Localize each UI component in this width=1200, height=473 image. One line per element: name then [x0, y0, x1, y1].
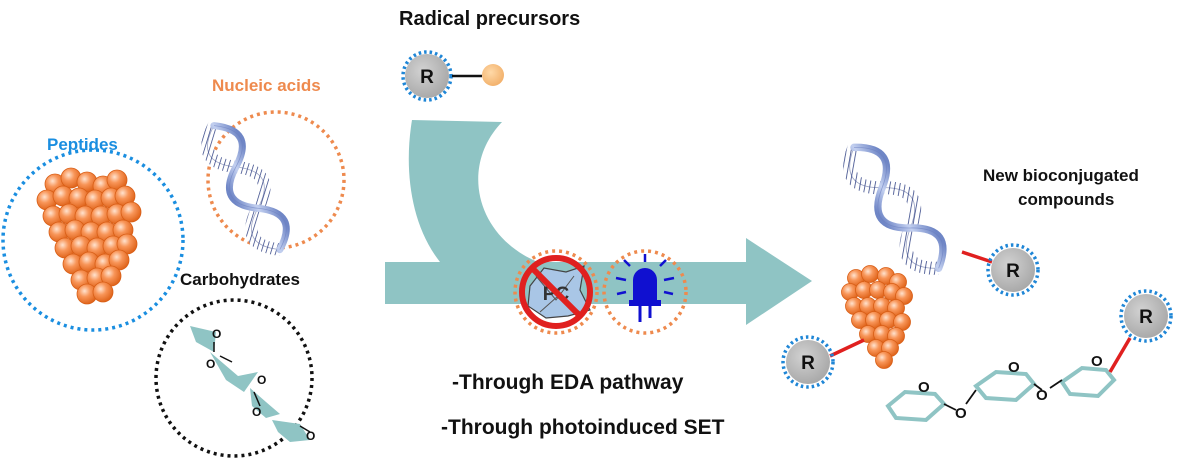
peptide-bead	[861, 265, 879, 283]
oxygen-atom: O	[1091, 353, 1103, 370]
peptide-bead-cluster-icon	[36, 167, 142, 305]
oxygen-atom: O	[206, 357, 215, 371]
carbohydrate-conjugate: O O O O O R	[885, 289, 1173, 423]
carbohydrates-label: Carbohydrates	[180, 270, 300, 289]
radical-symbol: R	[801, 353, 815, 374]
peptide-bead	[120, 201, 142, 223]
reaction-arrow	[385, 120, 812, 325]
photoinduced-set-label: -Through photoinduced SET	[441, 416, 725, 439]
oxygen-atom: O	[1036, 387, 1048, 404]
peptides-circle	[1, 148, 185, 332]
oxygen-atom: O	[955, 405, 967, 422]
oxygen-atom: O	[918, 379, 930, 396]
peptide-bead	[875, 351, 893, 369]
dna-conjugate: R	[839, 137, 1040, 297]
new-compounds-label-line2: compounds	[1018, 190, 1115, 209]
oxygen-atom: O	[306, 429, 315, 443]
radical-symbol: R	[420, 67, 434, 88]
radical-precursors-label: Radical precursors	[399, 8, 581, 30]
oxygen-atom: O	[252, 405, 261, 419]
oxygen-atom: O	[1008, 359, 1020, 376]
radical-precursor-icon: R	[401, 50, 504, 102]
radical-symbol: R	[1006, 261, 1020, 282]
oxygen-atom: O	[212, 327, 221, 341]
crossed-photocatalyst-icon: PC	[513, 249, 599, 335]
oxygen-atom: O	[257, 373, 266, 387]
peptides-label: Peptides	[47, 135, 118, 154]
eda-pathway-label: -Through EDA pathway	[452, 371, 684, 394]
new-compounds-label-line1: New bioconjugated	[983, 166, 1139, 185]
dna-helix-icon	[198, 117, 295, 257]
carbohydrates-circle	[154, 298, 314, 458]
peptide-conjugate: R	[781, 265, 913, 389]
sugar-chain-icon: O O O O O	[190, 326, 315, 443]
peptide-bead	[92, 281, 114, 303]
blue-led-icon	[602, 249, 688, 335]
radical-symbol: R	[1139, 307, 1153, 328]
nucleic-acids-label: Nucleic acids	[212, 76, 321, 95]
